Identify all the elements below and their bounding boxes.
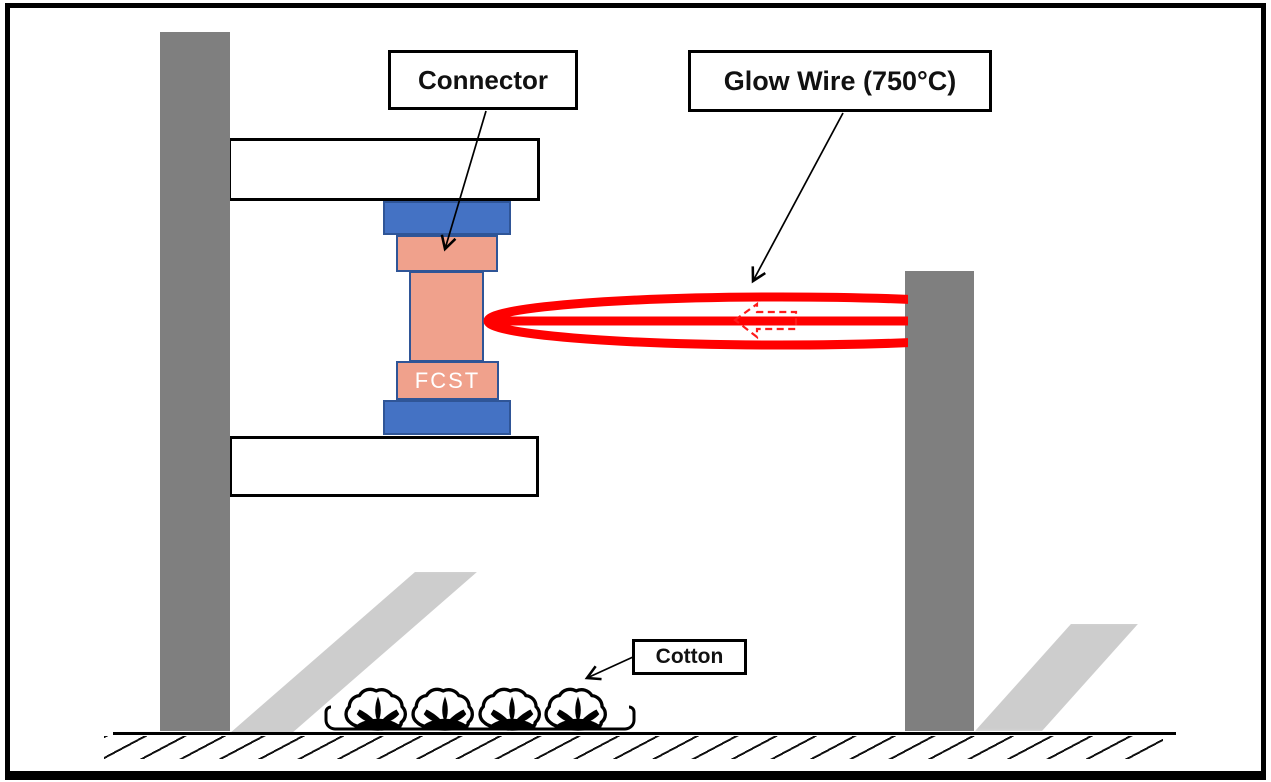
glow-wire-graphic — [483, 292, 908, 350]
motion-direction-arrow-icon — [733, 301, 798, 340]
left-support-post — [160, 32, 230, 731]
diagram-border-frame — [5, 3, 1266, 780]
upper-support-arm — [228, 138, 540, 201]
connector-body — [409, 271, 484, 362]
specimen-label: FCST — [414, 367, 481, 393]
glow-wire-label: Glow Wire (750°C) — [723, 65, 957, 96]
cotton-label-box: Cotton — [632, 639, 747, 675]
cotton-layer-graphic — [324, 687, 636, 732]
connector-bottom-cap — [383, 400, 511, 435]
connector-label: Connector — [418, 64, 548, 95]
lower-support-arm — [229, 436, 539, 497]
ground-line — [113, 732, 1176, 735]
ground-hatching — [104, 736, 1163, 759]
specimen-fcst-block: FCST — [396, 361, 499, 400]
glow-wire-label-box: Glow Wire (750°C) — [688, 50, 992, 112]
connector-label-box: Connector — [388, 50, 578, 110]
cotton-label: Cotton — [655, 645, 724, 668]
right-support-post — [905, 271, 974, 731]
